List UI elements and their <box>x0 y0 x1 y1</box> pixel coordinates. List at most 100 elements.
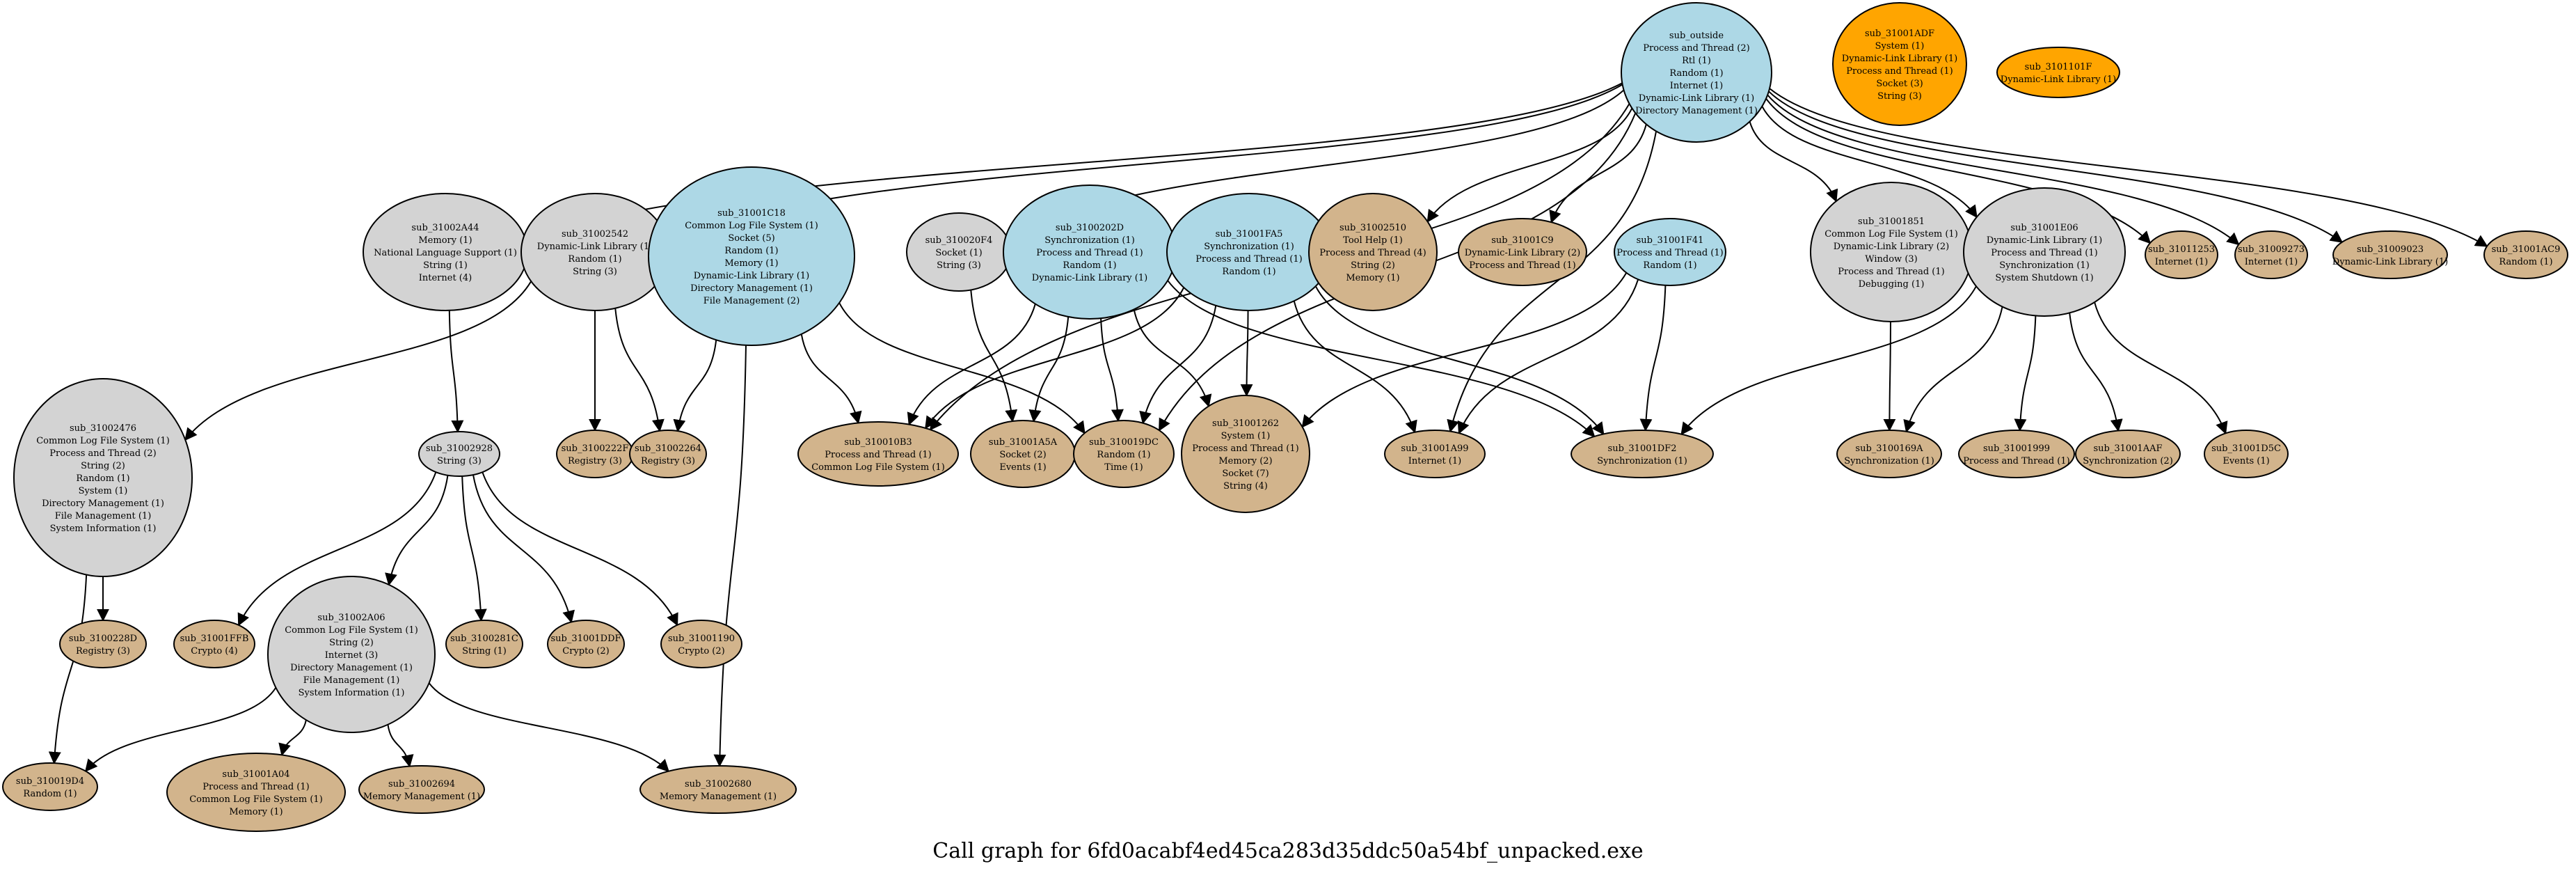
edge-sub_31002928-to-sub_31001FFB <box>237 471 437 627</box>
node-title: sub_31002928 <box>426 443 493 454</box>
node-title: sub_31001AC9 <box>2492 244 2561 255</box>
edge-sub_31002928-to-sub_31001190 <box>482 471 678 627</box>
node-api-line: Socket (7) <box>1222 469 1269 479</box>
node-api-line: Synchronization (1) <box>1597 456 1687 466</box>
edge-sub_31002542-to-sub_31002264 <box>614 308 665 432</box>
edge-sub_31002A06-to-sub_31002694 <box>387 724 414 768</box>
node-shape <box>59 620 147 668</box>
node-api-line: Random (1) <box>1222 267 1275 277</box>
edge-sub_31001FA5-to-sub_310019DC <box>1139 305 1217 425</box>
node-shape <box>2332 230 2448 279</box>
node-shape <box>2 762 98 811</box>
node-api-line: Memory (1) <box>229 807 283 817</box>
node-shape <box>1963 187 2126 317</box>
node-shape <box>2075 430 2181 478</box>
node-api-line: Internet (1) <box>1670 81 1723 91</box>
node-title: sub_31002542 <box>562 229 628 239</box>
node-api-line: String (2) <box>329 638 374 648</box>
node-title: sub_31002510 <box>1339 223 1406 233</box>
node-api-line: Registry (3) <box>76 646 130 657</box>
node-api-line: File Management (1) <box>55 511 152 521</box>
node-title: sub_31001DDF <box>550 634 621 644</box>
node-title: sub_3100202D <box>1056 223 1124 233</box>
edge-sub_31002A06-to-sub_31001A04 <box>278 719 307 757</box>
node-title: sub_outside <box>1669 31 1724 41</box>
node-api-line: Random (1) <box>1669 68 1723 79</box>
node-api-line: Random (1) <box>1063 260 1116 271</box>
node-sub_3100228D[interactable]: sub_3100228D Registry (3) <box>59 620 147 668</box>
node-title: sub_31001D5C <box>2211 443 2281 454</box>
node-api-line: Random (1) <box>1097 450 1150 460</box>
node-api-line: Synchronization (1) <box>1044 235 1135 246</box>
node-api-line: Memory (1) <box>1346 273 1399 283</box>
node-shape <box>1836 430 1942 478</box>
node-title: sub_31001A5A <box>989 437 1058 448</box>
edge-sub_outside-to-sub_31009023 <box>1768 91 2344 243</box>
node-api-line: Dynamic-Link Library (1) <box>537 242 653 252</box>
node-shape <box>1621 2 1772 143</box>
node-api-line: System (1) <box>1221 431 1271 441</box>
node-shape <box>358 765 485 814</box>
edge-sub_31001C18-to-sub_310019DC <box>838 302 1086 434</box>
node-api-line: Memory (2) <box>1218 456 1272 466</box>
node-api-line: Process and Thread (2) <box>1643 43 1749 54</box>
node-api-line: Memory (1) <box>418 235 472 246</box>
node-title: sub_31001190 <box>668 634 735 644</box>
node-title: sub_3100228D <box>69 634 137 644</box>
node-shape <box>1308 193 1438 311</box>
edge-sub_31001FA5-to-sub_31001A99 <box>1293 301 1417 434</box>
node-shape <box>547 620 625 668</box>
node-api-line: Synchronization (1) <box>1844 456 1934 466</box>
node-title: sub_31001F41 <box>1637 235 1704 246</box>
node-api-line: Common Log File System (1) <box>285 625 418 636</box>
node-api-line: Common Log File System (1) <box>36 436 170 446</box>
node-title: sub_31009273 <box>2238 244 2305 255</box>
node-shape <box>556 430 634 478</box>
edge-sub_31002A44-to-sub_31002928 <box>448 310 464 433</box>
node-api-line: Socket (5) <box>728 233 774 244</box>
edge-sub_outside-to-sub_31009273 <box>1767 94 2240 246</box>
node-api-line: Window (3) <box>1865 254 1918 265</box>
